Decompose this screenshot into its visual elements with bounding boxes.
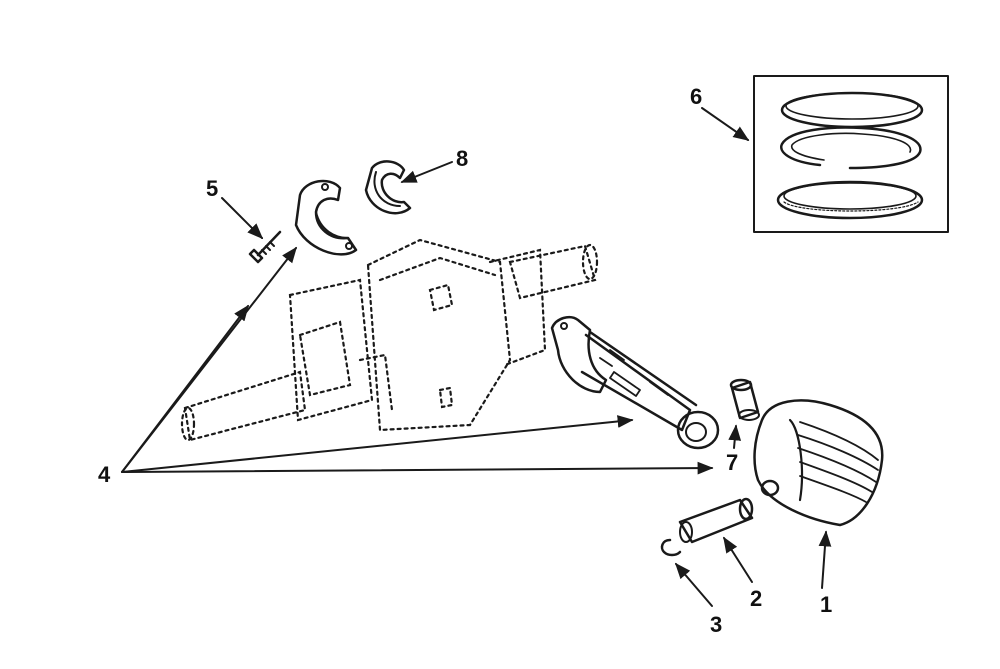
callout-6: 6 bbox=[690, 84, 702, 109]
callout-8: 8 bbox=[456, 146, 468, 171]
leader-lines bbox=[121, 107, 832, 607]
callout-1: 1 bbox=[820, 592, 832, 617]
crankshaft-outline bbox=[180, 238, 599, 442]
callout-5: 5 bbox=[206, 176, 218, 201]
piston-pin-bushing bbox=[729, 378, 760, 421]
callout-3: 3 bbox=[710, 612, 722, 637]
piston bbox=[753, 399, 884, 527]
ring-set-frame bbox=[753, 75, 949, 233]
piston-pin bbox=[678, 497, 754, 544]
rod-cap bbox=[294, 179, 358, 256]
piston-ring-set bbox=[753, 75, 949, 233]
retaining-ring bbox=[660, 538, 682, 557]
connecting-rod bbox=[550, 316, 720, 450]
callout-4: 4 bbox=[98, 462, 111, 487]
cap-bolt bbox=[248, 230, 282, 264]
callout-7: 7 bbox=[726, 450, 738, 475]
callout-2: 2 bbox=[750, 586, 762, 611]
callout-labels: 1 2 3 4 5 6 7 8 bbox=[98, 84, 832, 637]
bearing-insert bbox=[364, 160, 412, 215]
